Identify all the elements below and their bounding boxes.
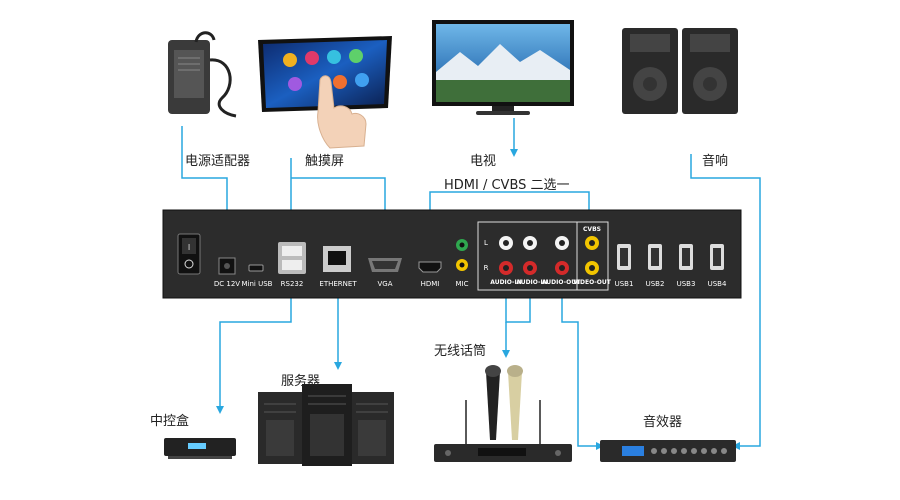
port-label-mic: MIC — [455, 280, 469, 288]
label-hdmi-cvbs-select: HDMI / CVBS 二选一 — [444, 178, 570, 193]
rca-jacks — [499, 236, 599, 275]
port-label-usb2: USB2 — [645, 280, 665, 288]
port-label-audio-in-2: AUDIO-IN — [516, 279, 548, 286]
port-label-vga: VGA — [377, 280, 393, 288]
port-label-left: L — [484, 239, 488, 247]
label-central-control-box: 中控盒 — [150, 414, 190, 429]
label-wireless-mic: 无线话筒 — [434, 344, 487, 359]
label-server: 服务器 — [281, 374, 321, 389]
port-label-usb1: USB1 — [614, 280, 634, 288]
label-touchscreen: 触摸屏 — [305, 154, 345, 169]
mini-usb-port — [248, 264, 264, 272]
line-speakers — [690, 154, 761, 450]
svg-text:I: I — [188, 243, 190, 252]
audio-block — [477, 221, 609, 291]
port-label-mini-usb: Mini USB — [241, 280, 273, 288]
port-label-ethernet: ETHERNET — [319, 280, 357, 288]
label-tv: 电视 — [470, 154, 497, 169]
line-audio-in — [505, 290, 531, 323]
port-label-video-out: VIDEO-OUT — [573, 279, 611, 286]
port-label-dc: DC 12V — [213, 280, 241, 288]
player-panel: I — [162, 209, 742, 299]
port-label-usb4: USB4 — [707, 280, 727, 288]
line-control-box — [216, 296, 292, 414]
line-power — [181, 126, 231, 244]
port-label-audio-in-1: AUDIO-IN — [490, 279, 522, 286]
tv-icon — [432, 20, 574, 115]
usb-ports — [617, 244, 724, 270]
audio-effector-icon — [600, 440, 736, 462]
speakers-icon — [622, 28, 738, 114]
hdmi-port — [418, 261, 442, 273]
label-power-adapter: 电源适配器 — [185, 154, 251, 169]
port-label-hdmi: HDMI — [420, 280, 440, 288]
wireless-mic-icon — [434, 365, 572, 462]
port-label-rs232: RS232 — [280, 280, 304, 288]
label-speakers: 音响 — [702, 154, 729, 169]
port-label-usb3: USB3 — [676, 280, 696, 288]
label-audio-effector: 音效器 — [643, 415, 683, 430]
touchscreen-icon — [258, 36, 392, 149]
server-icon — [258, 384, 394, 466]
port-label-cvbs: CVBS — [583, 226, 601, 233]
port-label-right: R — [483, 264, 489, 272]
line-audio-out — [561, 290, 604, 450]
port-label-audio-out: AUDIO-OUT — [541, 279, 581, 286]
power-adapter-icon — [168, 31, 237, 118]
control-box-icon — [164, 438, 236, 459]
